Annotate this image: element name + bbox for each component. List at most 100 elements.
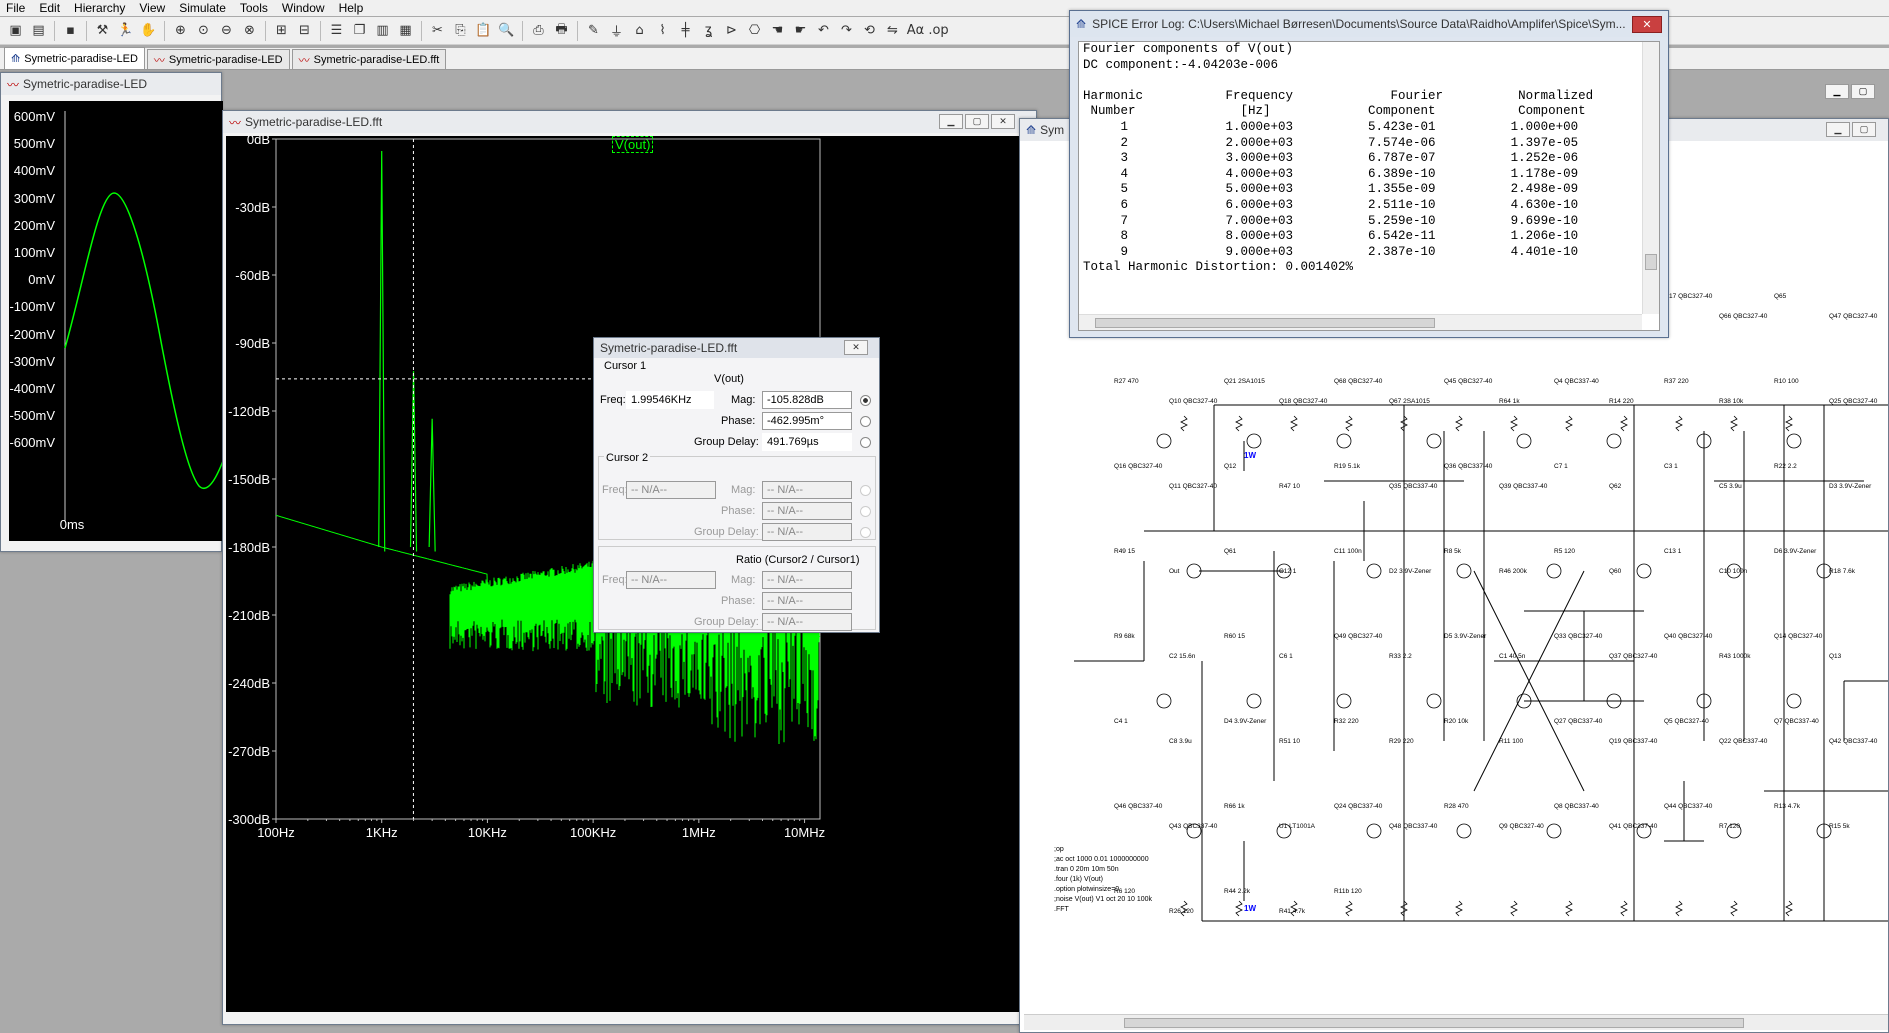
error-log-hscrollbar[interactable] [1079,314,1642,330]
zoom-out-icon[interactable]: ⊖ [221,23,232,38]
ratio-gd-field[interactable]: -- N/A-- [762,613,852,631]
text-icon[interactable]: Aα [906,23,925,38]
move-hand-icon[interactable]: ☚ [771,23,784,38]
cursor1-mag-field[interactable]: -105.828dB [762,391,852,409]
spice-directive-icon[interactable]: .op [928,23,949,38]
close-window-icon[interactable]: ▦ [399,23,412,38]
new-schematic-icon[interactable]: ▣ [9,23,22,38]
menu-help[interactable]: Help [338,1,364,15]
error-log-vscrollbar[interactable] [1642,42,1659,314]
maximize-icon[interactable]: ▢ [965,114,989,129]
tile-horizontal-icon[interactable]: ☰ [330,23,343,38]
minimize-icon[interactable]: ▁ [1826,122,1850,137]
spice-directive-line[interactable]: ;ac oct 1000 0.01 1000000000 [1054,856,1149,863]
menu-simulate[interactable]: Simulate [179,1,226,15]
ground-icon[interactable]: ⏚ [609,25,623,40]
run-icon[interactable]: 🏃 [117,23,134,38]
minimize-icon[interactable]: ▁ [939,114,963,129]
cursor2-gd-field[interactable]: -- N/A-- [762,523,852,541]
halt-hand-icon[interactable]: ✋ [140,23,157,38]
drag-hand-icon[interactable]: ☛ [794,23,807,38]
maximize-icon[interactable]: ▢ [1851,84,1875,99]
error-log-text[interactable]: Fourier components of V(out) DC componen… [1079,42,1639,310]
redo-icon[interactable]: ↷ [841,23,852,38]
scrollbar-thumb[interactable] [1645,254,1657,270]
tab-schematic[interactable]: ⟰Symetric-paradise-LED [4,47,145,69]
zoom-in-icon[interactable]: ⊕ [175,23,186,38]
spice-directive-line[interactable]: .four (1k) V(out) [1054,876,1104,883]
undo-icon[interactable]: ↶ [818,23,829,38]
y-tick-label: -120dB [228,404,270,419]
cursor-dialog[interactable]: Symetric-paradise-LED.fft ✕ Cursor 1 V(o… [593,337,880,633]
cascade-icon[interactable]: ❐ [353,23,366,38]
print-icon[interactable]: 🖶 [555,21,568,37]
inductor-icon[interactable]: ʓ [704,23,713,38]
component-label: Q16 QBC327-40 [1114,463,1163,470]
print-setup-icon[interactable]: ⎙ [533,23,544,38]
menu-tools[interactable]: Tools [239,1,268,15]
tab-fft[interactable]: 〰Symetric-paradise-LED.fft [291,49,447,69]
menu-view[interactable]: View [139,1,166,15]
minimize-icon[interactable]: ▁ [1825,84,1849,99]
capacitor-icon[interactable]: ╪ [681,23,690,38]
cursor2-freq-field[interactable]: -- N/A-- [626,481,716,499]
close-icon[interactable]: ✕ [991,114,1015,129]
cursor2-gd-radio[interactable] [860,527,871,538]
cursor2-gd-label: Group Delay: [694,526,759,538]
cut-icon[interactable]: ✂ [432,23,443,38]
menu-hierarchy[interactable]: Hierarchy [74,1,126,15]
paste-icon[interactable]: 📋 [475,23,492,38]
cursor1-freq-field[interactable]: 1.99546KHz [626,391,714,409]
close-icon[interactable]: ✕ [1632,16,1662,33]
cursor1-gd-radio[interactable] [860,437,871,448]
cursor1-phase-field[interactable]: -462.995m° [762,412,852,430]
tile-vertical-icon[interactable]: ▥ [376,23,389,38]
draw-wire-icon[interactable]: ✎ [588,23,599,38]
copy-icon[interactable]: ⎘ [455,23,466,38]
menu-edit[interactable]: Edit [39,1,61,15]
label-net-icon[interactable]: ⌂ [635,23,644,38]
cursor2-mag-radio[interactable] [860,485,871,496]
resistor-icon[interactable]: ⌇ [659,23,666,38]
zoom-fit-icon[interactable]: ⊗ [244,23,255,38]
cursor2-mag-field[interactable]: -- N/A-- [762,481,852,499]
mirror-icon[interactable]: ⇋ [887,23,898,38]
maximize-icon[interactable]: ▢ [1852,122,1876,137]
tab-waveform[interactable]: 〰Symetric-paradise-LED [146,49,290,69]
cursor1-mag-radio[interactable] [860,395,871,406]
close-icon[interactable]: ✕ [844,340,868,355]
save-icon[interactable]: ▪ [66,23,75,38]
ratio-phase-field[interactable]: -- N/A-- [762,592,852,610]
find-icon[interactable]: 🔍 [498,23,515,38]
cursor2-phase-radio[interactable] [860,506,871,517]
open-folder-icon[interactable]: ▤ [32,23,45,38]
cursor1-phase-radio[interactable] [860,416,871,427]
zoom-pan-icon[interactable]: ⊙ [198,23,209,38]
spice-error-log-window[interactable]: ⟰SPICE Error Log: C:\Users\Michael Børre… [1069,10,1669,338]
transient-y-tick-label: 600mV [13,109,55,124]
menu-file[interactable]: File [6,1,26,15]
scrollbar-thumb[interactable] [1124,1018,1744,1028]
grid-icon[interactable]: ⊟ [299,23,310,38]
component-icon[interactable]: ⎔ [748,23,761,38]
rotate-icon[interactable]: ⟲ [864,23,875,38]
spice-directive-line[interactable]: ;noise V(out) V1 oct 20 10 100k [1054,896,1153,903]
control-panel-icon[interactable]: ⚒ [96,23,109,38]
scrollbar-thumb[interactable] [1095,318,1435,328]
cursor1-gd-field[interactable]: 491.769µs [762,433,852,451]
diode-icon[interactable]: ⊳ [726,23,737,38]
cursor2-phase-field[interactable]: -- N/A-- [762,502,852,520]
ratio-mag-field[interactable]: -- N/A-- [762,571,852,589]
trace-label[interactable]: V(out) [612,136,654,153]
ratio-freq-field[interactable]: -- N/A-- [626,571,716,589]
spice-directive-line[interactable]: .option plotwinsize=0 [1054,886,1120,893]
schematic-hscrollbar[interactable] [1024,1014,1888,1030]
menu-window[interactable]: Window [281,1,325,15]
autorange-icon[interactable]: ⊞ [276,23,287,38]
spice-directive-line[interactable]: .tran 0 20m 10m 50n [1054,866,1119,873]
spice-directive-line[interactable]: ;op [1054,846,1064,853]
spice-directive-line[interactable]: .FFT [1054,906,1069,913]
